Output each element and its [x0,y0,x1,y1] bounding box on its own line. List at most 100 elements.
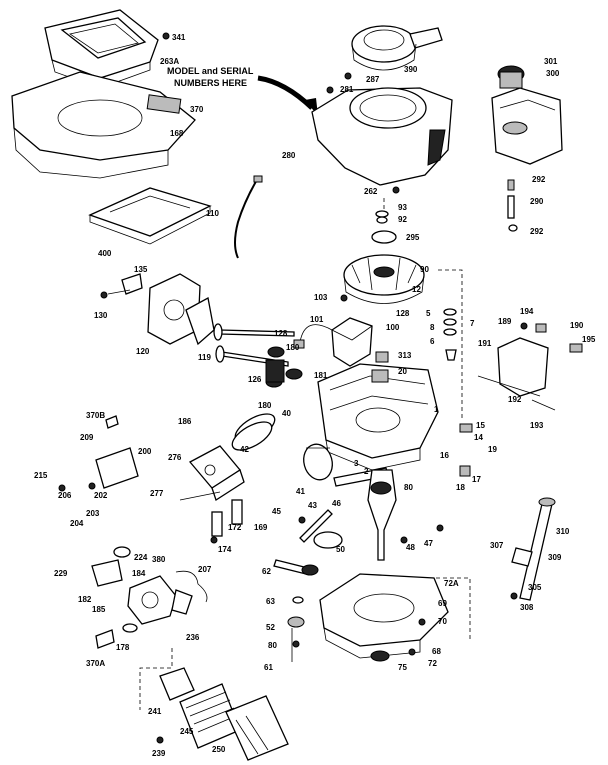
label: 42 [240,445,249,454]
carburetor-380 [127,575,193,625]
label: 8 [430,323,435,332]
label: 168 [170,129,184,138]
label: 20 [398,367,407,376]
label: 191 [478,339,492,348]
label: 110 [206,209,219,218]
label-plate-370 [146,94,182,114]
label: 75 [398,663,407,672]
label: 280 [282,151,296,160]
label: 16 [440,451,449,460]
label: 3 [354,459,359,468]
label: 263A [160,57,179,66]
label: 194 [520,307,534,316]
label: 17 [472,475,481,484]
label: 209 [80,433,94,442]
label: 6 [430,337,435,346]
piston-41 [303,443,333,481]
label: 400 [98,249,112,258]
callout-line1: MODEL and SERIAL [167,66,254,76]
label: 313 [398,351,412,360]
label: 180 [258,401,272,410]
label: 184 [132,569,146,578]
label: 43 [308,501,317,510]
label: 309 [548,553,562,562]
label: 128 [396,309,410,318]
label: 103 [314,293,328,302]
label: 310 [556,527,570,536]
label: 14 [474,433,483,442]
piston-rings-42 [231,413,276,451]
label: 202 [94,491,108,500]
label: 92 [398,215,407,224]
screen-390 [351,25,443,71]
label: 7 [470,319,475,328]
label: 18 [456,483,465,492]
label: 70 [438,617,447,626]
label: 185 [92,605,106,614]
label: 224 [134,553,148,562]
label: 46 [332,499,341,508]
label: 47 [424,539,433,548]
label: 5 [426,309,431,318]
label: 72 [428,659,437,668]
label: 63 [266,597,275,606]
label: 61 [264,663,273,672]
label: 203 [86,509,100,518]
label: 229 [54,569,68,578]
label: 1 [434,405,439,414]
label: 41 [296,487,305,496]
filter-cup-241 [159,667,195,701]
label: 80 [404,483,413,492]
label: 277 [150,489,164,498]
label: 206 [58,491,72,500]
label: 204 [70,519,84,528]
cover-263A [44,9,159,89]
label: 72A [444,579,459,588]
callout-line2: NUMBERS HERE [174,78,247,88]
label: 241 [148,707,162,716]
label: 308 [520,603,534,612]
label: 300 [546,69,560,78]
fuel-tank-300 [491,65,563,165]
ignition-module-100 [331,317,373,367]
label: 305 [528,583,542,592]
flywheel-90 [343,254,425,304]
plate-200 [95,447,139,489]
filter-cover-250 [225,695,289,761]
label: 93 [398,203,407,212]
label: 193 [530,421,544,430]
part-labels: 341 263A 370 168 287 281 390 280 262 301… [34,33,596,758]
shroud-168 [11,71,196,179]
label: 301 [544,57,558,66]
label: 370 [190,105,204,114]
label: 200 [138,447,152,456]
label: 236 [186,633,200,642]
label: 119 [198,353,211,362]
label: 174 [218,545,232,554]
label: 19 [488,445,497,454]
label: 135 [134,265,148,274]
label: 180 [286,343,300,352]
callout-arrow [257,75,314,110]
label: 190 [570,321,584,330]
label: 245 [180,727,194,736]
label: 15 [476,421,485,430]
crankshaft [367,469,397,561]
blower-housing-280 [311,87,453,186]
label: 276 [168,453,182,462]
label: 69 [438,599,447,608]
label: 178 [116,643,130,652]
sump-70 [319,573,449,659]
label: 239 [152,749,166,758]
muffler-276 [188,445,245,501]
label: 2 [364,467,369,476]
label: 192 [508,395,522,404]
label: 52 [266,623,275,632]
label: 390 [404,65,418,74]
filter-400 [88,187,212,245]
label: 281 [340,85,354,94]
label: 287 [366,75,380,84]
label: 130 [94,311,108,320]
label: 307 [490,541,504,550]
